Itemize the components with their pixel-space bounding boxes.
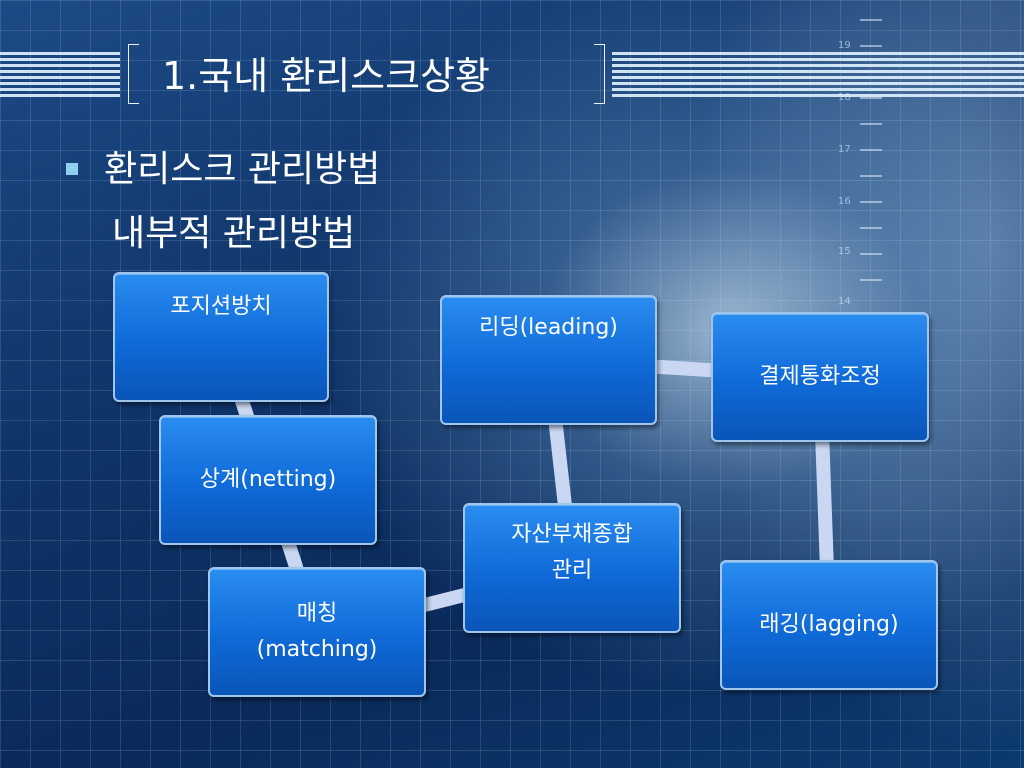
title-bracket-left — [128, 44, 139, 104]
node-lagging: 래깅(lagging) — [720, 560, 938, 690]
bullet-subheading: 내부적 관리방법 — [112, 213, 356, 254]
node-label: 리딩(leading) — [479, 315, 618, 340]
node-label: 자산부채종합 관리 — [511, 522, 633, 583]
node-matching: 매칭 (matching) — [208, 567, 426, 697]
bullet-square-icon — [66, 163, 78, 175]
node-asset: 자산부채종합 관리 — [463, 503, 681, 633]
ruler-label: 14 — [838, 296, 851, 307]
node-leading: 리딩(leading) — [440, 295, 657, 425]
node-label: 상계(netting) — [199, 467, 337, 492]
title-bracket-right — [594, 44, 605, 104]
bullet-heading: 환리스크 관리방법 — [104, 149, 381, 190]
ruler-label: 17 — [838, 144, 851, 155]
ruler-label: 19 — [838, 40, 851, 51]
node-label: 포지션방치 — [170, 294, 272, 319]
node-position: 포지션방치 — [113, 272, 329, 402]
title-stripes-right — [612, 52, 1024, 100]
node-netting: 상계(netting) — [159, 415, 377, 545]
title-stripes-left — [0, 52, 120, 100]
node-settlement: 결제통화조정 — [711, 312, 929, 442]
node-label: 매칭 (matching) — [256, 601, 378, 662]
slide-title: 1.국내 환리스크상황 — [162, 54, 491, 98]
ruler-label: 16 — [838, 196, 851, 207]
ruler-label: 15 — [838, 246, 851, 257]
node-label: 래깅(lagging) — [759, 612, 899, 637]
node-label: 결제통화조정 — [759, 364, 881, 389]
